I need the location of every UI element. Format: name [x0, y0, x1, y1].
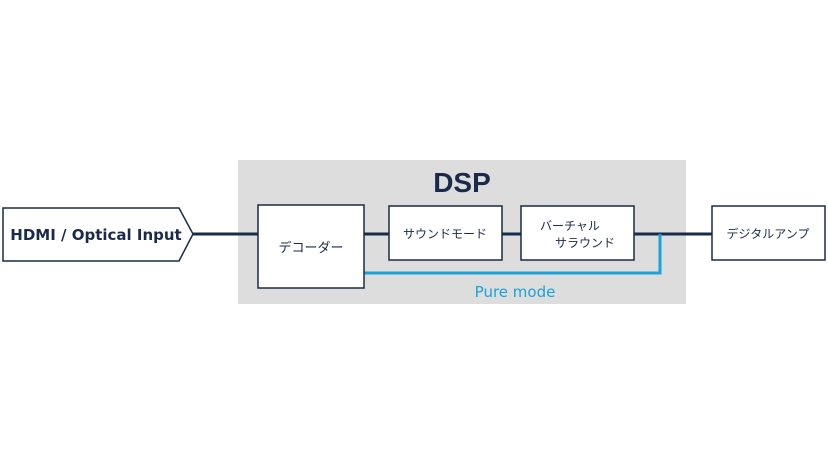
pure-mode-label: Pure mode — [475, 283, 556, 301]
pure-mode-path — [364, 234, 662, 275]
decoder-block — [257, 204, 365, 289]
virtual-surround-block — [520, 205, 635, 261]
virtual-surround-label-line1: バーチャル — [540, 219, 600, 233]
input-label: HDMI / Optical Input — [10, 226, 181, 244]
dsp-title: DSP — [433, 167, 491, 198]
sound-mode-label: サウンドモード — [403, 227, 487, 241]
digital-amp-label: デジタルアンプ — [727, 226, 810, 241]
digital-amp-block — [711, 205, 826, 261]
input-block — [2, 207, 194, 262]
decoder-label: デコーダー — [278, 240, 343, 256]
virtual-surround-label-line2: サラウンド — [555, 236, 615, 250]
sound-mode-block — [388, 205, 503, 261]
